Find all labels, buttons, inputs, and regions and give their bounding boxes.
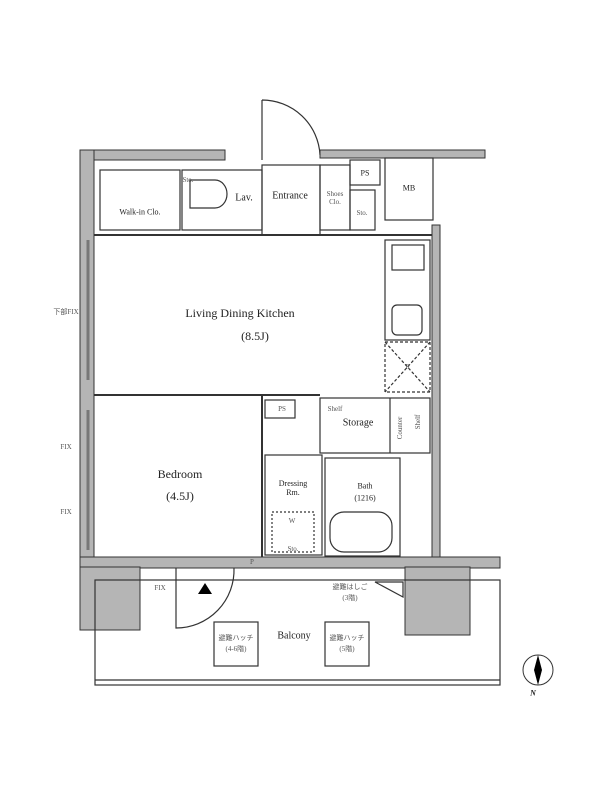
room-label-sto-lav: Sto. <box>182 175 194 184</box>
window-label-left-mid: FIX <box>60 442 72 451</box>
hatch1-floor: (4-6階) <box>225 644 247 653</box>
room-label-bath: Bath <box>357 481 373 491</box>
washer-box <box>271 511 315 553</box>
room-label-walk-in: Walk-in Clo. <box>119 207 161 217</box>
room-label-ldk: Living Dining Kitchen <box>185 306 295 321</box>
room-label-mb: MB <box>402 183 416 193</box>
window-label-left-top: 下部FIX <box>53 307 79 316</box>
fridge-space <box>384 341 431 393</box>
wall-top-right <box>319 149 486 159</box>
room-size-bath: (1216) <box>354 493 376 503</box>
wall-top-left <box>79 149 226 161</box>
room-label-dressing: Dressing Rm. <box>278 478 308 497</box>
ladder-floor: (3階) <box>342 593 358 602</box>
hatch2-label: 避難ハッチ <box>329 633 365 642</box>
shoes-box <box>319 164 351 231</box>
hatch-2 <box>324 621 370 667</box>
bedroom-door <box>175 567 235 629</box>
room-label-entrance: Entrance <box>272 190 308 202</box>
sink-icon <box>391 304 423 336</box>
hatch-1 <box>213 621 259 667</box>
room-label-sto-top: Sto. <box>356 208 368 217</box>
bath-box <box>324 457 401 557</box>
balcony-area <box>94 579 501 686</box>
room-label-counter: Counter <box>395 416 404 440</box>
dressing-box <box>264 454 323 556</box>
room-label-lav: Lav. <box>235 192 253 204</box>
room-label-storage: Storage <box>342 417 374 429</box>
room-label-ps-top: PS <box>360 168 370 178</box>
room-size-bedroom: (4.5J) <box>166 489 194 504</box>
room-size-ldk: (8.5J) <box>241 329 269 344</box>
room-label-sto-dress: Sto. <box>287 544 299 553</box>
pillar-right <box>404 566 471 636</box>
room-label-p: P <box>250 557 254 566</box>
entry-arrow-icon <box>198 583 212 594</box>
window-label-bottom: FIX <box>154 583 166 592</box>
room-label-shelf: Shelf <box>327 404 343 413</box>
stove-icon <box>391 244 425 271</box>
wall-right <box>431 224 441 568</box>
room-label-bedroom: Bedroom <box>157 467 203 482</box>
room-label-w: W <box>288 516 296 525</box>
mb-box <box>384 157 434 221</box>
wall-bottom <box>79 556 501 569</box>
room-label-shoes: Shoes Clo. <box>326 189 344 206</box>
window-label-left-low: FIX <box>60 507 72 516</box>
hatch1-label: 避難ハッチ <box>218 633 254 642</box>
pillar-left <box>79 566 141 631</box>
kitchen-counter <box>384 239 431 341</box>
toilet-icon <box>189 179 228 209</box>
fridge-cross <box>384 341 431 393</box>
storage-box <box>319 397 431 454</box>
room-label-balcony: Balcony <box>277 630 311 642</box>
room-label-shelf2: Shelf <box>413 414 422 430</box>
room-label-fridge: R <box>405 362 411 371</box>
ladder-icon <box>374 581 404 599</box>
entrance-door <box>261 99 321 160</box>
walkin-box <box>99 169 181 231</box>
hatch2-floor: (5階) <box>339 644 355 653</box>
ps-mid-box <box>264 399 296 419</box>
bathtub-icon <box>329 511 393 553</box>
room-label-ps-mid: PS <box>278 404 286 413</box>
compass-icon <box>522 654 554 686</box>
ladder-label: 避難はしご <box>332 582 368 591</box>
compass-label: N <box>530 688 536 698</box>
